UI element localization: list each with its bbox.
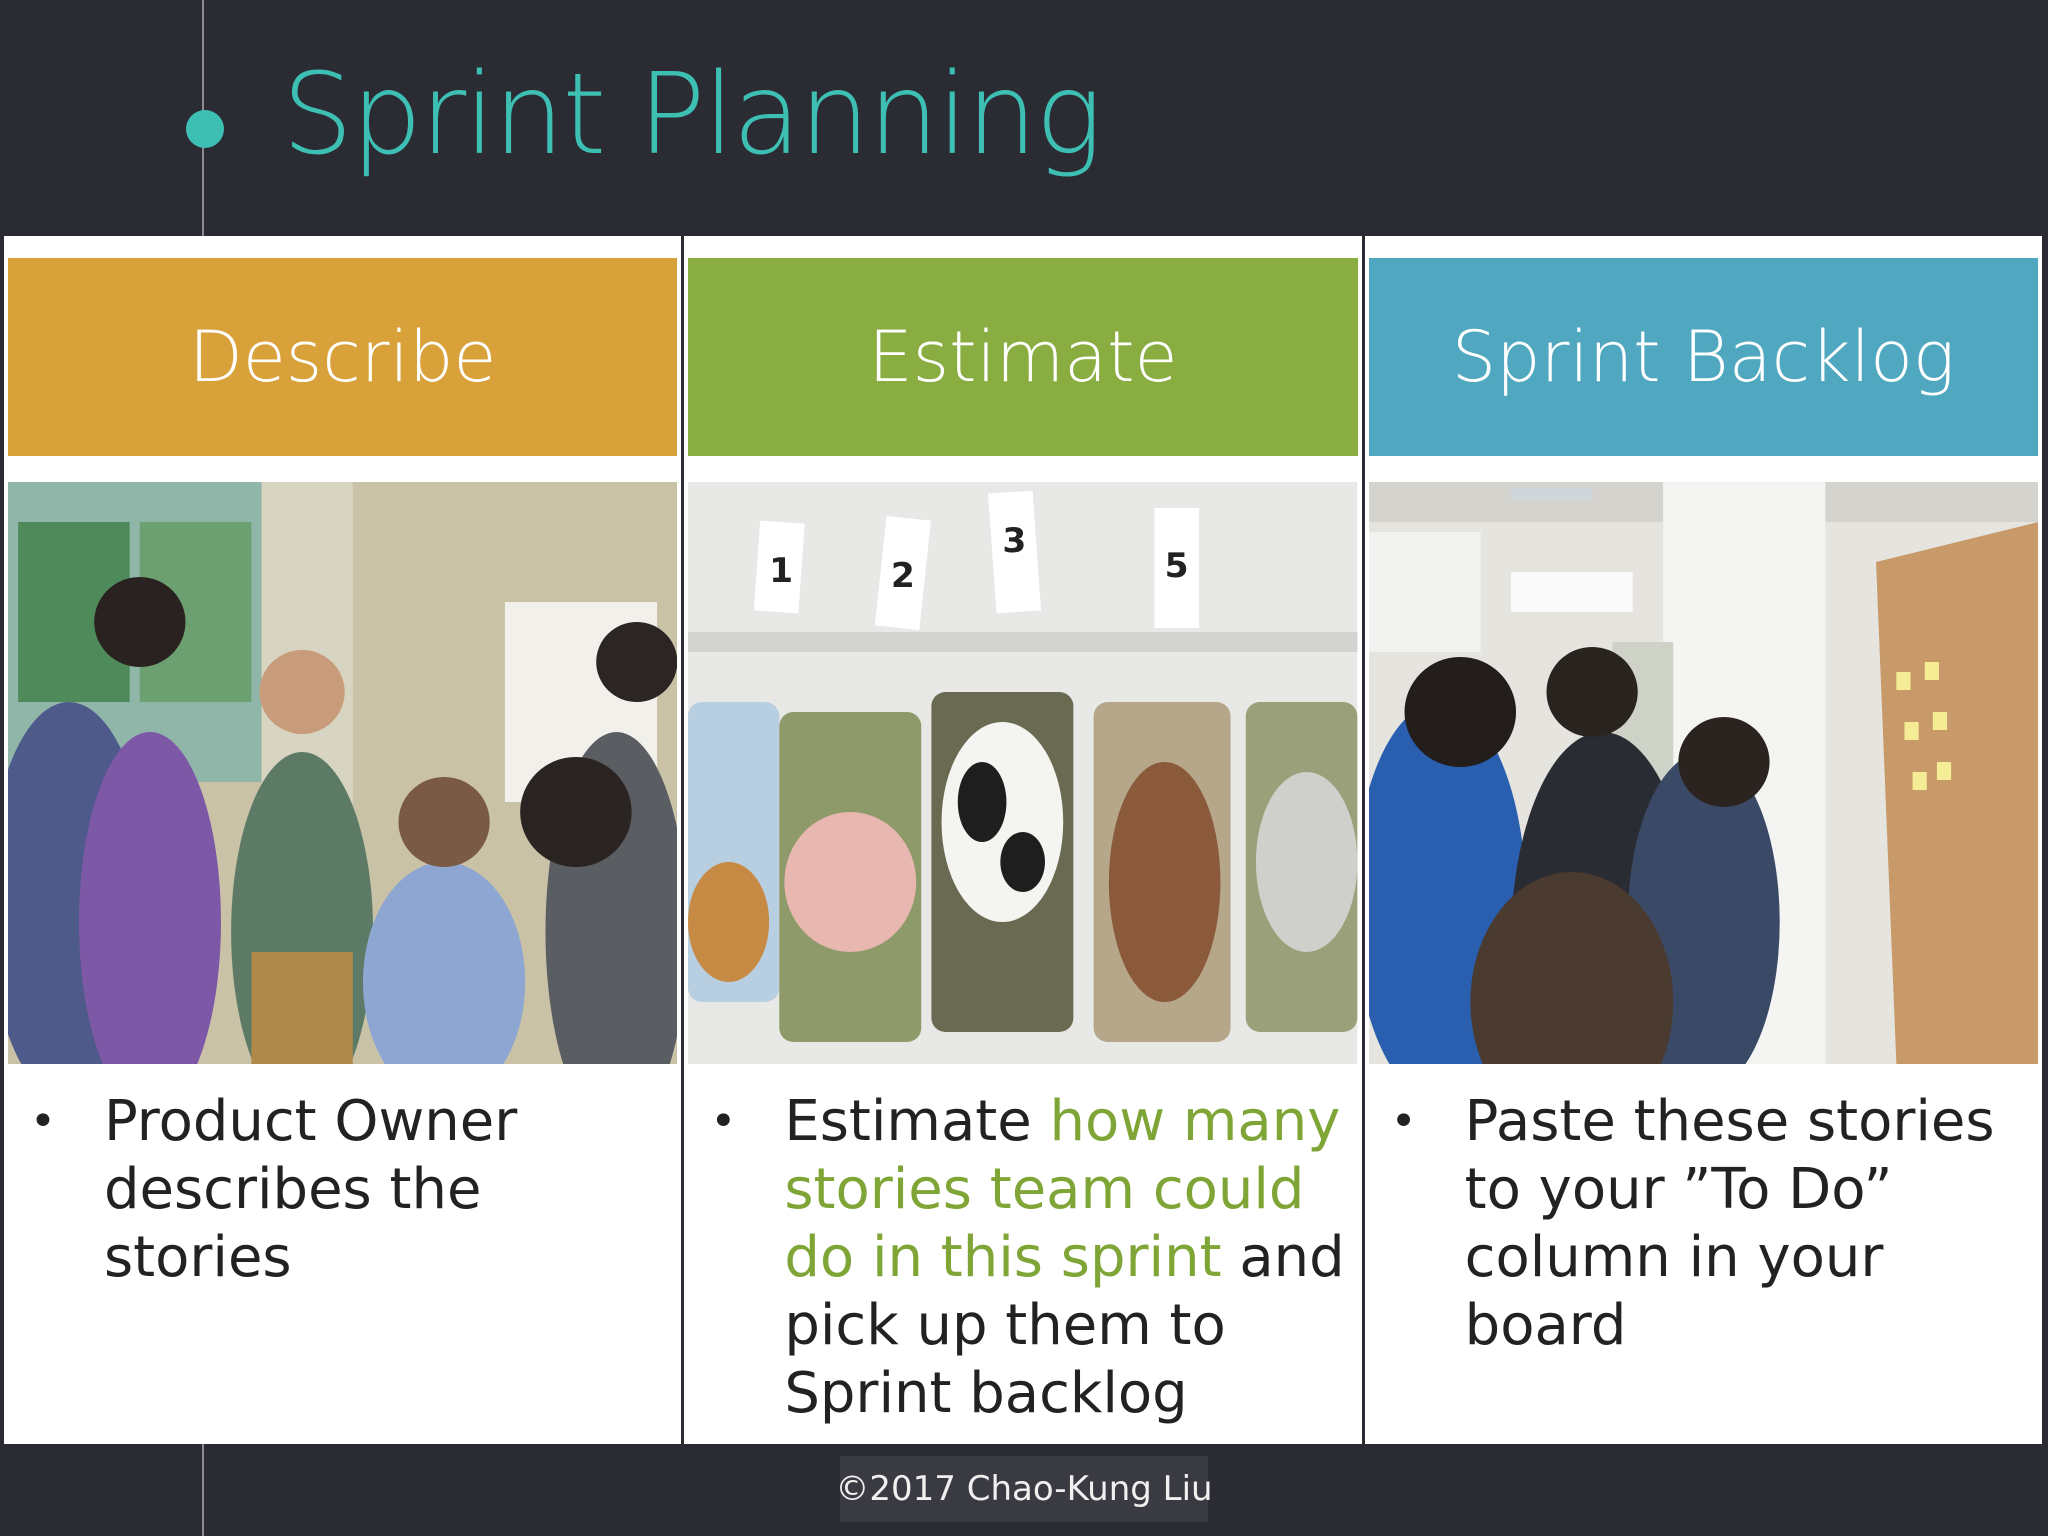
header-sprint-backlog: Sprint Backlog — [1368, 258, 2038, 456]
describe-bullet-item: • Product Owner describes the stories — [30, 1088, 667, 1292]
card-number-1: 1 — [769, 551, 793, 591]
header-estimate: Estimate — [688, 258, 1358, 456]
animal-cards-photo: 1 2 3 5 — [688, 482, 1358, 1064]
column-describe: Describe • — [4, 236, 685, 1444]
card-number-2: 2 — [891, 556, 915, 596]
title-bullet-dot — [186, 110, 224, 148]
bullet-marker: • — [1390, 1096, 1417, 1147]
team-at-board-photo — [1368, 482, 2038, 1064]
estimate-text-part-2: and pick up them to Sprint backlog — [784, 1225, 1345, 1426]
estimate-bullet-item: • Estimate how many stories team could d… — [710, 1088, 1347, 1428]
describe-bullet-text: Product Owner describes the stories — [104, 1089, 518, 1290]
bullet-marker: • — [710, 1096, 737, 1147]
card-number-3: 3 — [1003, 521, 1027, 561]
column-sprint-backlog: Sprint Backlog — [1365, 236, 2042, 1444]
team-discussion-photo — [8, 482, 678, 1064]
content-panel: Describe • — [4, 236, 2042, 1444]
backlog-bullet-item: • Paste these stories to your ”To Do” co… — [1391, 1088, 2028, 1360]
header-describe: Describe — [8, 258, 678, 456]
card-number-5: 5 — [1165, 546, 1189, 586]
bullet-marker: • — [30, 1096, 56, 1147]
estimate-bullet-text: Estimate how many stories team could do … — [784, 1088, 1347, 1428]
copyright-footer: ©2017 Chao-Kung Liu — [835, 1456, 1213, 1522]
column-estimate: Estimate 1 2 3 5 — [684, 236, 1365, 1444]
estimate-text-part-1: Estimate — [784, 1089, 1050, 1154]
backlog-bullet-text: Paste these stories to your ”To Do” colu… — [1464, 1089, 1995, 1358]
slide-title: Sprint Planning — [282, 50, 1102, 180]
estimate-highlight-text: how many stories team could do in this s… — [784, 1089, 1341, 1290]
